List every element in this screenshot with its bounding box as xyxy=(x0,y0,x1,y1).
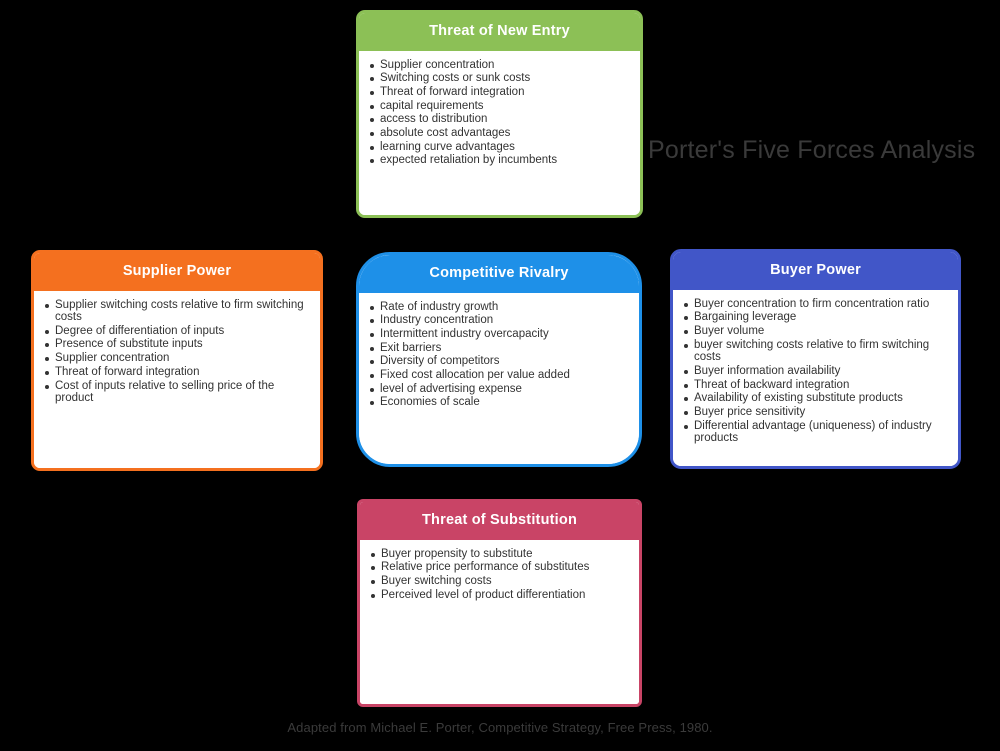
factor-item: Threat of forward integration xyxy=(44,366,310,379)
factor-item: Presence of substitute inputs xyxy=(44,338,310,351)
factor-item: access to distribution xyxy=(369,113,630,126)
source-attribution: Adapted from Michael E. Porter, Competit… xyxy=(287,720,713,735)
factor-item: Differential advantage (uniqueness) of i… xyxy=(683,420,948,445)
force-card-competitive-rivalry[interactable]: Competitive Rivalry Rate of industry gro… xyxy=(356,252,642,467)
factor-item: Industry concentration xyxy=(369,314,629,327)
factor-item: Fixed cost allocation per value added xyxy=(369,369,629,382)
card-body-supplier-power: Supplier switching costs relative to fir… xyxy=(34,290,320,468)
factor-item: expected retaliation by incumbents xyxy=(369,154,630,167)
factor-item: Diversity of competitors xyxy=(369,355,629,368)
factor-item: Relative price performance of substitute… xyxy=(370,561,629,574)
factor-list-supplier-power: Supplier switching costs relative to fir… xyxy=(44,299,310,405)
card-header-buyer-power: Buyer Power xyxy=(673,252,958,290)
card-header-threat-of-new-entry: Threat of New Entry xyxy=(359,13,640,51)
card-header-threat-of-substitution: Threat of Substitution xyxy=(360,502,639,540)
factor-item: Cost of inputs relative to selling price… xyxy=(44,380,310,405)
factor-item: absolute cost advantages xyxy=(369,127,630,140)
factor-item: Buyer concentration to firm concentratio… xyxy=(683,298,948,311)
factor-item: Exit barriers xyxy=(369,342,629,355)
force-card-supplier-power[interactable]: Supplier Power Supplier switching costs … xyxy=(31,250,323,471)
card-header-supplier-power: Supplier Power xyxy=(34,253,320,291)
factor-item: Intermittent industry overcapacity xyxy=(369,328,629,341)
factor-item: Threat of forward integration xyxy=(369,86,630,99)
factor-item: buyer switching costs relative to firm s… xyxy=(683,339,948,364)
factor-item: Supplier concentration xyxy=(44,352,310,365)
factor-item: Supplier switching costs relative to fir… xyxy=(44,299,310,324)
force-card-threat-of-new-entry[interactable]: Threat of New Entry Supplier concentrati… xyxy=(356,10,643,218)
card-header-competitive-rivalry: Competitive Rivalry xyxy=(359,255,639,293)
force-card-threat-of-substitution[interactable]: Threat of Substitution Buyer propensity … xyxy=(357,499,642,707)
factor-item: Buyer price sensitivity xyxy=(683,406,948,419)
factor-list-buyer-power: Buyer concentration to firm concentratio… xyxy=(683,298,948,445)
factor-item: learning curve advantages xyxy=(369,141,630,154)
factor-item: Buyer information availability xyxy=(683,365,948,378)
factor-item: Availability of existing substitute prod… xyxy=(683,392,948,405)
factor-item: Degree of differentiation of inputs xyxy=(44,325,310,338)
factor-item: level of advertising expense xyxy=(369,383,629,396)
card-body-buyer-power: Buyer concentration to firm concentratio… xyxy=(673,289,958,466)
factor-item: Threat of backward integration xyxy=(683,379,948,392)
factor-item: Buyer propensity to substitute xyxy=(370,548,629,561)
factor-item: Bargaining leverage xyxy=(683,311,948,324)
factor-item: Economies of scale xyxy=(369,396,629,409)
page-title: Porter's Five Forces Analysis xyxy=(648,136,976,164)
factor-item: Switching costs or sunk costs xyxy=(369,72,630,85)
force-card-buyer-power[interactable]: Buyer Power Buyer concentration to firm … xyxy=(670,249,961,469)
factor-item: capital requirements xyxy=(369,100,630,113)
factor-item: Supplier concentration xyxy=(369,59,630,72)
factor-item: Perceived level of product differentiati… xyxy=(370,589,629,602)
factor-item: Buyer switching costs xyxy=(370,575,629,588)
factor-item: Rate of industry growth xyxy=(369,301,629,314)
factor-item: Buyer volume xyxy=(683,325,948,338)
